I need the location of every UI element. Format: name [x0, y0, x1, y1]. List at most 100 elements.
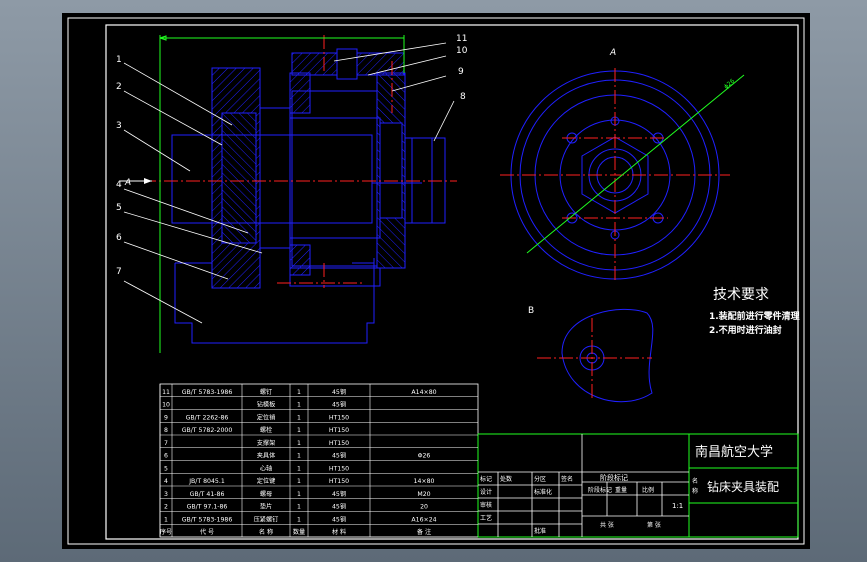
main-section-view [171, 48, 446, 344]
section-arrow-label: A [124, 178, 131, 188]
callout-11: 11 [456, 34, 467, 44]
callout-9: 9 [458, 67, 464, 77]
parts-cell-name: 夹具体 [257, 452, 276, 460]
parts-cell-no: 11 [162, 389, 170, 396]
callout-1: 1 [116, 55, 122, 65]
parts-cell-mat: 45钢 [332, 515, 346, 523]
inner-border [105, 24, 799, 540]
support-outline [174, 258, 375, 344]
callout-6: 6 [116, 233, 122, 243]
section-b [561, 308, 654, 403]
tech-item-1: 1.装配前进行零件清理 [709, 310, 800, 322]
callout-4: 4 [116, 180, 122, 190]
design-label: 设计 [480, 488, 492, 496]
callout-5: 5 [116, 203, 122, 213]
parts-cell-no: 序号 [160, 528, 172, 536]
parts-cell-name: 垫片 [260, 503, 272, 511]
parts-cell-mat: 材 料 [332, 528, 346, 536]
parts-cell-name: 钻模板 [257, 401, 276, 409]
parts-cell-no: 10 [162, 402, 170, 409]
parts-cell-qty: 1 [297, 414, 301, 421]
parts-cell-name: 定位键 [257, 477, 276, 485]
section-b-label: B [528, 306, 534, 316]
parts-cell-name: 螺母 [260, 490, 272, 498]
parts-cell-name: 压紧螺钉 [254, 515, 279, 523]
title-block [477, 433, 799, 538]
process-label: 工艺 [480, 514, 492, 522]
weight-label: 重量 [615, 486, 627, 494]
parts-cell-no: 9 [164, 414, 168, 421]
parts-cell-note: 20 [420, 504, 428, 511]
parts-cell-mat: HT150 [329, 440, 349, 447]
parts-cell-code: GB/T 5783-1986 [182, 516, 233, 523]
parts-cell-note: M20 [417, 491, 430, 498]
university-name: 南昌航空大学 [695, 444, 773, 460]
main-centerlines [142, 35, 457, 288]
drawing-name: 钻床夹具装配 [707, 479, 779, 494]
main-dimensions [159, 35, 405, 353]
parts-cell-mat: 45钢 [332, 401, 346, 409]
parts-cell-note: 14×80 [414, 478, 435, 485]
leader-lines [123, 42, 455, 324]
parts-cell-name: 名 称 [259, 528, 273, 536]
scale-value: 1:1 [672, 502, 683, 510]
drawing-sheet[interactable]: 1 2 3 4 5 6 7 8 9 10 11 A A B ϕ26 技术要求 1… [62, 13, 810, 549]
parts-cell-qty: 1 [297, 465, 301, 472]
parts-cell-qty: 1 [297, 402, 301, 409]
parts-cell-name: 支撑架 [257, 439, 276, 447]
callout-10: 10 [456, 46, 468, 56]
parts-cell-mat: HT150 [329, 427, 349, 434]
view-a-label: A [609, 48, 616, 58]
parts-cell-note: Φ26 [418, 453, 431, 460]
parts-cell-qty: 1 [297, 427, 301, 434]
parts-cell-code: GB/T 5783-1986 [182, 389, 233, 396]
parts-cell-code: GB/T 41-86 [190, 491, 225, 498]
parts-cell-code: GB/T 97.1-86 [187, 504, 228, 511]
stage-mark-label: 阶段标记 [588, 486, 612, 494]
view-a-dimension [526, 74, 745, 254]
parts-cell-qty: 1 [297, 504, 301, 511]
parts-cell-mat: 45钢 [332, 388, 346, 396]
parts-cell-code: GB/T 5782-2000 [182, 427, 233, 434]
parts-cell-code: JB/T 8045.1 [188, 478, 225, 485]
parts-cell-name: 螺栓 [260, 426, 272, 434]
parts-cell-qty: 1 [297, 453, 301, 460]
section-b-centerlines [537, 318, 652, 398]
parts-cell-code: GB/T 2262-86 [186, 414, 229, 421]
parts-cell-no: 4 [164, 478, 168, 485]
parts-cell-qty: 1 [297, 491, 301, 498]
stage-label: 阶段标记 [600, 473, 628, 482]
parts-cell-note: A16×24 [411, 516, 436, 523]
parts-cell-code: 代 号 [200, 528, 214, 536]
parts-cell-no: 5 [164, 465, 168, 472]
outer-border [67, 17, 805, 545]
tech-title: 技术要求 [713, 287, 769, 303]
callout-7: 7 [116, 267, 122, 277]
view-a-centerlines [500, 68, 730, 281]
count-label: 处数 [500, 475, 512, 483]
standard-label: 标准化 [534, 488, 552, 496]
zone-label: 分区 [534, 475, 546, 483]
sheet-label: 第 张 [647, 521, 661, 529]
scale-label: 比例 [642, 486, 654, 494]
code-side: 称 [692, 487, 698, 495]
parts-cell-no: 6 [164, 453, 168, 460]
parts-cell-mat: 45钢 [332, 503, 346, 511]
parts-cell-name: 螺钉 [260, 388, 272, 396]
title-block-grid [478, 434, 689, 537]
parts-cell-qty: 1 [297, 389, 301, 396]
parts-cell-note: 备 注 [417, 528, 431, 536]
parts-cell-qty: 1 [297, 440, 301, 447]
parts-cell-mat: 45钢 [332, 452, 346, 460]
callout-3: 3 [116, 121, 122, 131]
parts-cell-qty: 1 [297, 516, 301, 523]
parts-cell-no: 3 [164, 491, 168, 498]
sign-label: 签名 [561, 475, 573, 483]
parts-cell-mat: HT150 [329, 465, 349, 472]
parts-cell-no: 7 [164, 440, 168, 447]
parts-cell-name: 定位销 [257, 413, 276, 421]
approve-label: 批准 [534, 527, 546, 535]
callout-8: 8 [460, 92, 466, 102]
